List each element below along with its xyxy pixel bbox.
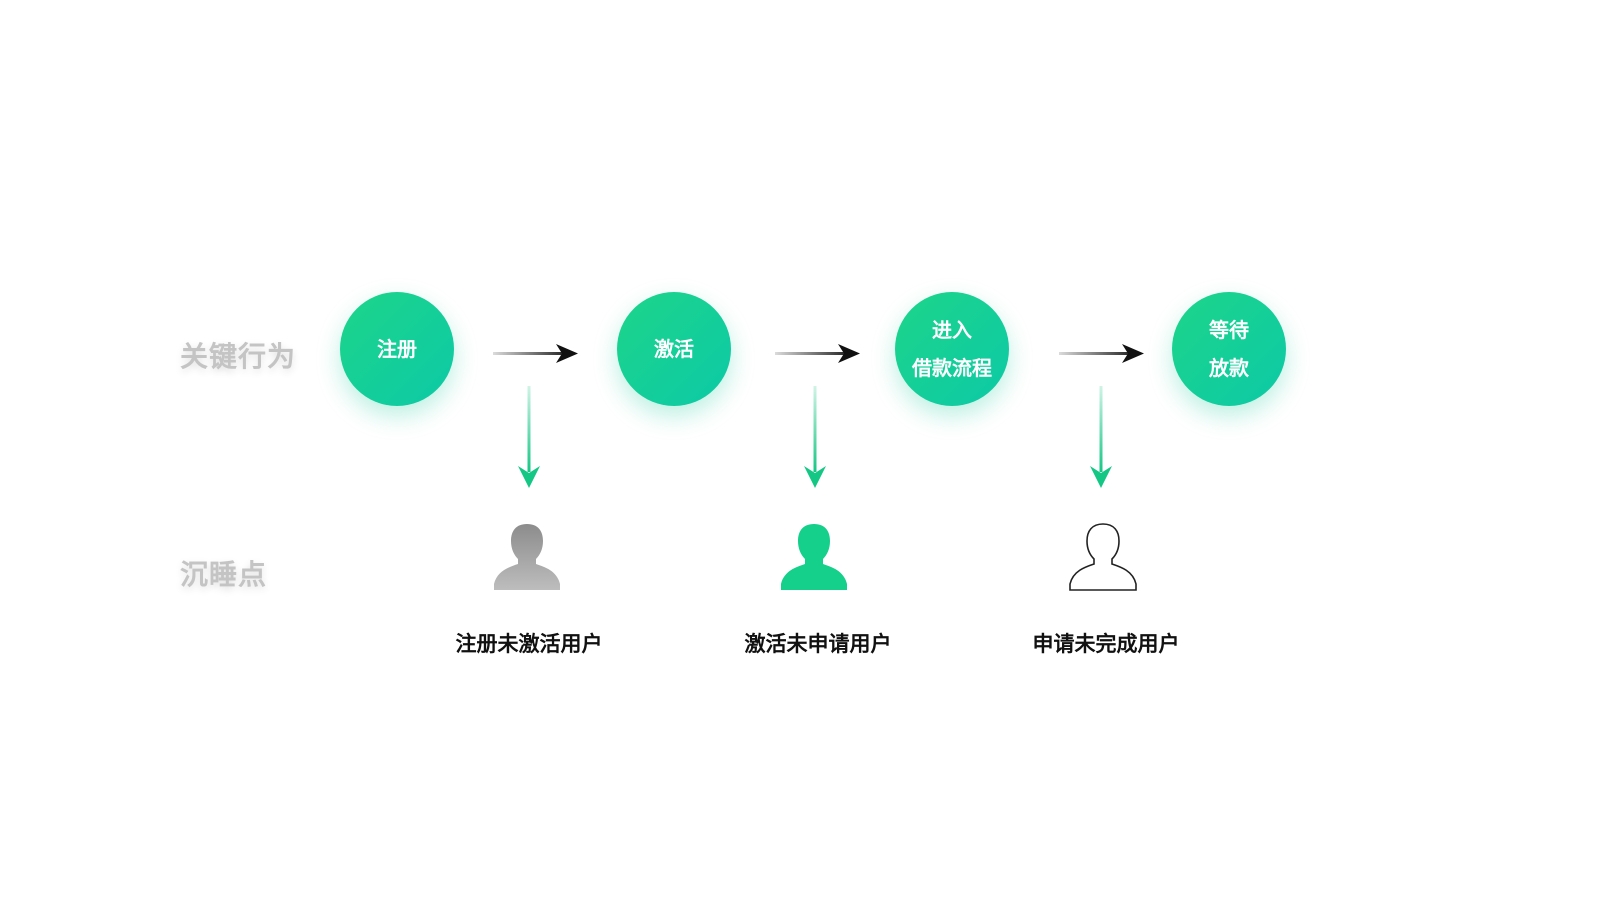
step-circle-activate: 激活 xyxy=(617,292,731,406)
sleep-user-label-applied-not-completed: 申请未完成用户 xyxy=(1032,632,1180,656)
arrow-right-icon xyxy=(493,344,578,363)
arrow-down-icon xyxy=(1090,386,1112,488)
row-label-key-actions: 关键行为 xyxy=(180,340,297,373)
user-silhouette-gray-icon xyxy=(494,524,560,590)
user-outline-icon xyxy=(1069,523,1137,591)
user-silhouette-green-icon xyxy=(781,524,847,590)
step-circle-await-disbursement: 等待 放款 xyxy=(1172,292,1286,406)
step-circle-register: 注册 xyxy=(340,292,454,406)
arrow-down-icon xyxy=(518,386,540,488)
arrow-right-icon xyxy=(775,344,860,363)
sleep-user-label-activated-not-applied: 激活未申请用户 xyxy=(744,632,892,656)
arrow-right-icon xyxy=(1059,344,1144,363)
step-circle-enter-loan-process: 进入 借款流程 xyxy=(895,292,1009,406)
step-label: 激活 xyxy=(654,337,694,361)
step-label-line-1: 等待 xyxy=(1209,318,1249,342)
step-label: 注册 xyxy=(377,337,417,361)
row-label-sleep-points: 沉睡点 xyxy=(180,558,268,591)
step-label-line-2: 放款 xyxy=(1209,356,1249,380)
step-label-line-1: 进入 xyxy=(932,318,972,342)
step-label-line-2: 借款流程 xyxy=(912,356,992,380)
arrow-down-icon xyxy=(804,386,826,488)
sleep-user-label-registered-not-activated: 注册未激活用户 xyxy=(455,632,603,656)
